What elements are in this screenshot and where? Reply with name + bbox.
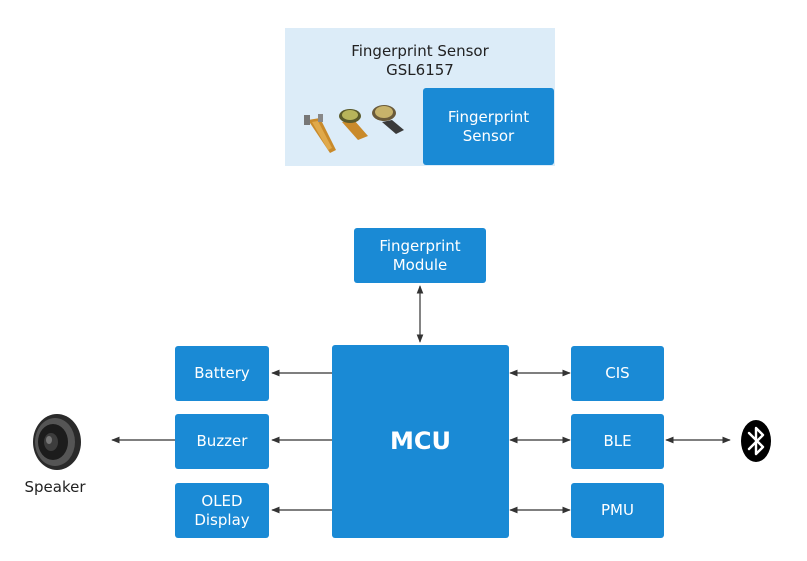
flex-cable-1 <box>304 114 336 153</box>
oled-display-label: OLED Display <box>194 491 250 529</box>
oled-display-box: OLED Display <box>175 483 269 538</box>
flex-cable-2 <box>339 109 368 140</box>
cis-box: CIS <box>571 346 664 401</box>
ble-label: BLE <box>603 432 632 450</box>
ble-box: BLE <box>571 414 664 469</box>
pmu-label: PMU <box>601 501 634 519</box>
fingerprint-module-label: Fingerprint Module <box>379 236 461 274</box>
speaker-label: Speaker <box>24 478 86 496</box>
buzzer-box: Buzzer <box>175 414 269 469</box>
pmu-box: PMU <box>571 483 664 538</box>
battery-label: Battery <box>194 364 250 382</box>
fingerprint-module-box: Fingerprint Module <box>354 228 486 283</box>
flex-cable-3 <box>372 105 404 134</box>
bluetooth-icon <box>741 420 771 462</box>
speaker-icon <box>33 414 81 470</box>
sensor-panel-title: Fingerprint Sensor GSL6157 <box>351 42 489 79</box>
fingerprint-sensor-box: Fingerprint Sensor <box>423 88 554 165</box>
fingerprint-sensor-label: Fingerprint Sensor <box>447 107 530 145</box>
mcu-box: MCU <box>332 345 509 538</box>
fingerprint-sensor-parts-image <box>304 105 404 153</box>
cis-label: CIS <box>605 364 630 382</box>
mcu-label: MCU <box>390 427 451 455</box>
battery-box: Battery <box>175 346 269 401</box>
buzzer-label: Buzzer <box>196 432 248 450</box>
